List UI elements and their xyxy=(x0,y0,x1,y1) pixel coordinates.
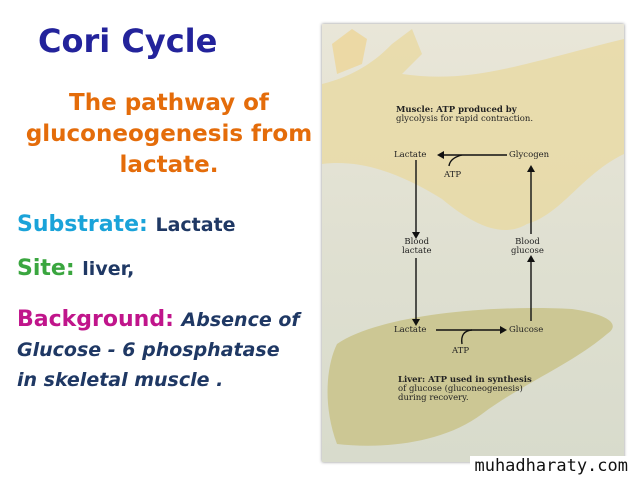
background-value-2: Glucose - 6 phosphatase xyxy=(17,339,280,361)
arm-liver-illustration xyxy=(322,29,624,446)
liver-atp: ATP xyxy=(452,346,470,356)
muscle-caption-1: Muscle: ATP produced by xyxy=(396,105,517,115)
substrate-value: Lactate xyxy=(155,214,236,236)
slide-title: Cori Cycle xyxy=(38,22,218,60)
liver-caption-1: Liver: ATP used in synthesis xyxy=(398,375,532,385)
site-line: Site: liver, xyxy=(17,256,134,281)
liver-caption-3: during recovery. xyxy=(398,393,469,403)
slide-subtitle: The pathway of gluconeogenesis from lact… xyxy=(25,90,313,178)
muscle-lactate: Lactate xyxy=(394,150,427,160)
site-label: Site: xyxy=(17,256,75,281)
substrate-label: Substrate: xyxy=(17,212,148,237)
substrate-line: Substrate: Lactate xyxy=(17,212,236,237)
muscle-atp: ATP xyxy=(444,170,462,180)
muscle-glycogen: Glycogen xyxy=(509,150,550,160)
muscle-caption-2: glycolysis for rapid contraction. xyxy=(396,114,534,124)
liver-caption-2: of glucose (gluconeogenesis) xyxy=(398,384,523,394)
background-line: Background: Absence of Glucose - 6 phosph… xyxy=(17,305,300,395)
liver-glucose: Glucose xyxy=(509,325,544,335)
background-value-3: in skeletal muscle . xyxy=(17,369,224,391)
cori-cycle-diagram: Muscle: ATP produced by glycolysis for r… xyxy=(322,24,624,462)
background-label: Background: xyxy=(17,307,174,332)
liver-lactate: Lactate xyxy=(394,325,427,335)
watermark: muhadharaty.com xyxy=(470,456,632,476)
site-value: liver, xyxy=(82,258,135,280)
background-value-1: Absence of xyxy=(181,309,300,331)
